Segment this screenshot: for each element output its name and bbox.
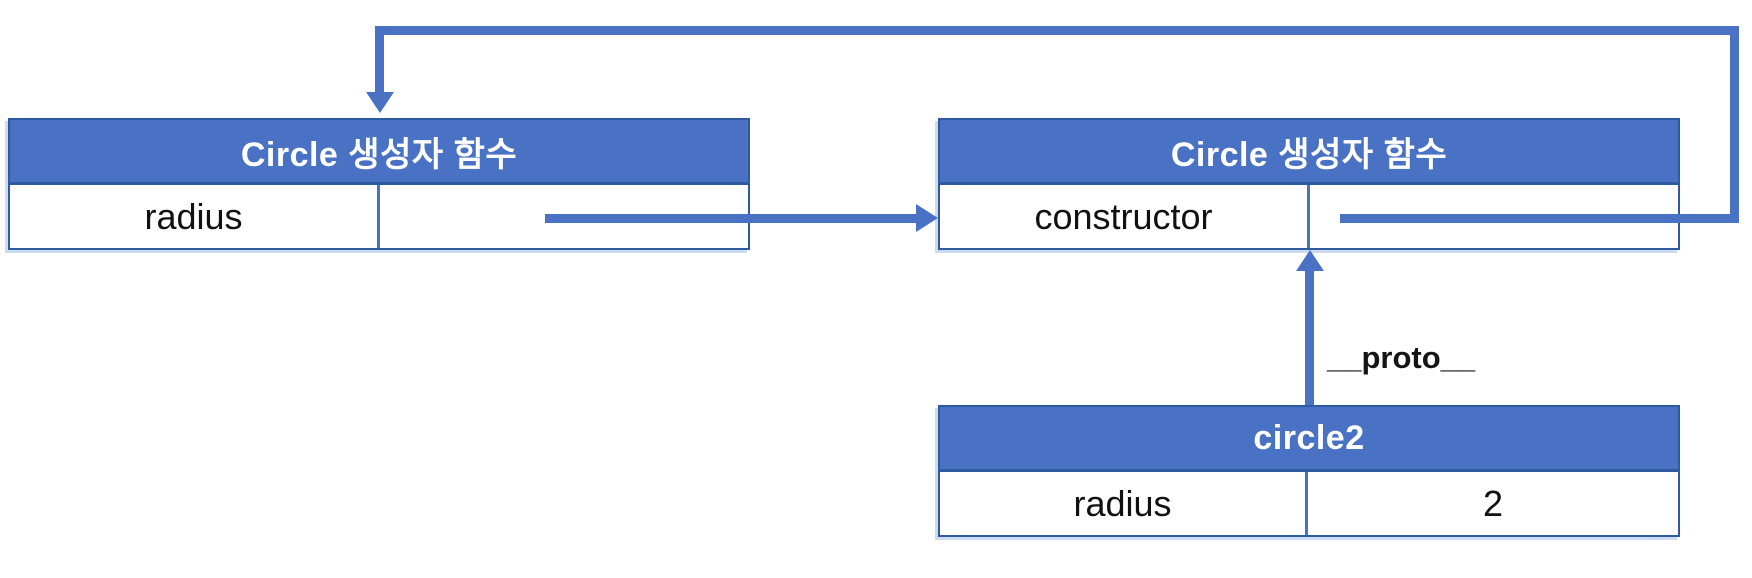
- radius-key-cell: radius: [940, 472, 1308, 535]
- circle2-instance-table-title: circle2: [940, 407, 1678, 472]
- constructor-loop-arrow-left-line: [375, 26, 384, 93]
- constructor-loop-arrow-top-line: [375, 26, 1739, 35]
- arrowhead-down-icon: [366, 92, 394, 113]
- constructor-loop-arrow-right-line: [1730, 26, 1739, 223]
- circle-prototype-table: Circle 생성자 함수 constructor: [938, 118, 1680, 250]
- constructor-key-cell: constructor: [940, 185, 1310, 248]
- table-row: radius 2: [940, 472, 1678, 535]
- circle-constructor-table: Circle 생성자 함수 radius: [8, 118, 750, 250]
- circle2-instance-table: circle2 radius 2: [938, 405, 1680, 537]
- circle-prototype-table-title: Circle 생성자 함수: [940, 120, 1678, 185]
- radius-value-cell: 2: [1482, 482, 1504, 524]
- arrowhead-up-icon: [1296, 250, 1324, 271]
- proto-arrow-line: [1305, 270, 1314, 405]
- radius-key-cell: radius: [10, 185, 380, 248]
- prototype-reference-arrow-line: [545, 214, 920, 223]
- proto-label: __proto__: [1327, 340, 1476, 375]
- circle-constructor-table-title: Circle 생성자 함수: [10, 120, 748, 185]
- arrowhead-right-icon: [916, 204, 938, 232]
- constructor-loop-arrow-bottom-line: [1340, 214, 1739, 223]
